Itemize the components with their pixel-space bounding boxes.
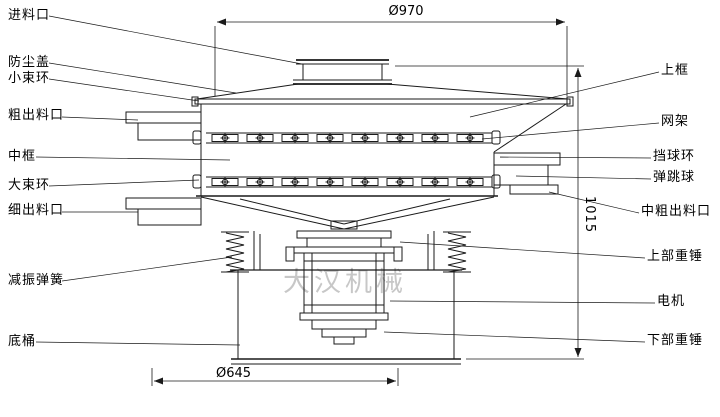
dust-cover-part [191,83,574,107]
mid-coarse-outlet-part [493,152,561,195]
base-barrel-part [230,269,462,365]
feed-inlet-part [293,59,392,85]
label-middle-frame: 中框 [8,149,37,164]
coarse-outlet-part [125,111,202,141]
label-dust-cover: 防尘盖 [8,55,51,70]
discharge-cone-part [200,196,495,230]
label-mesh-frame: 网架 [661,114,690,129]
screen-body-part [196,103,567,197]
label-feed-inlet: 进料口 [8,8,51,23]
label-lower-weight: 下部重锤 [647,333,704,348]
dim-bottom-diameter: Ø645 [216,366,252,381]
mesh-band-lower [192,174,501,189]
support-legs [253,231,435,270]
damping-spring-left-part [221,231,249,273]
label-base-barrel: 底桶 [8,334,37,349]
label-upper-frame: 上框 [661,63,690,78]
label-damping-spring: 减振弹簧 [8,273,65,288]
watermark-text: 大汉机械 [283,267,407,298]
damping-spring-right-part [443,231,471,273]
label-small-clamp-ring: 小束环 [8,71,51,86]
label-large-clamp-ring: 大束环 [8,178,51,193]
dimension-lines [151,18,584,386]
motor-assembly-part [285,220,403,345]
label-coarse-outlet: 粗出料口 [8,108,65,123]
fine-outlet-part [125,197,202,226]
dim-height: 1015 [582,196,597,234]
label-bouncing-ball: 弹跳球 [653,170,696,185]
label-ball-stop-ring: 挡球环 [653,149,696,164]
dim-top-diameter: Ø970 [388,4,424,19]
leader-lines [35,15,660,346]
label-motor: 电机 [657,294,686,309]
label-upper-weight: 上部重锤 [647,249,704,264]
label-fine-outlet: 细出料口 [8,203,65,218]
label-mid-coarse-outlet: 中粗出料口 [641,204,712,219]
mesh-band-upper [192,130,501,145]
